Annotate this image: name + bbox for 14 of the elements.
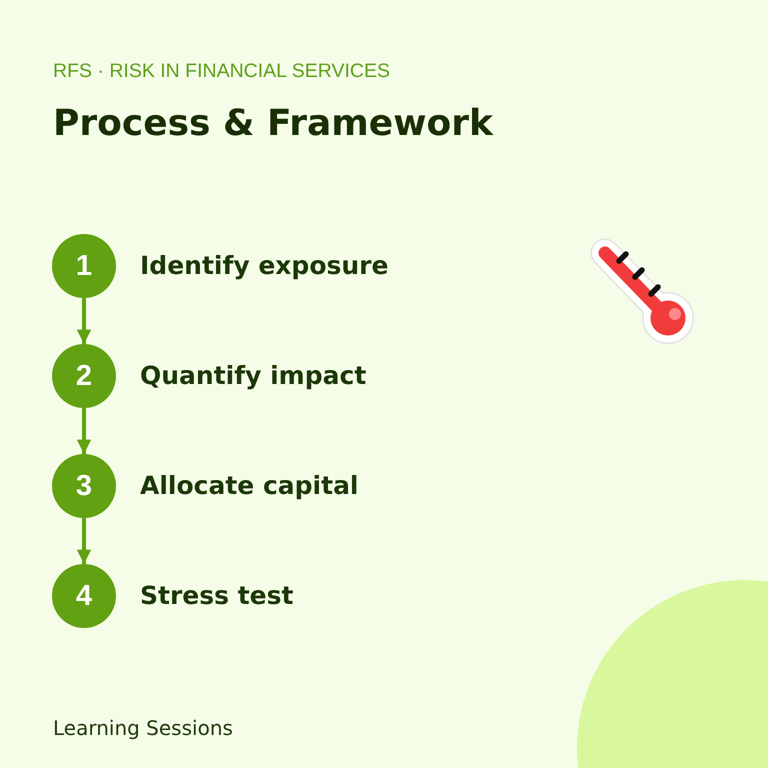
step-number: 4 — [76, 582, 92, 610]
step-number: 2 — [76, 362, 92, 390]
step-label: Quantify impact — [140, 360, 366, 392]
step-label: Allocate capital — [140, 470, 359, 502]
step-label: Identify exposure — [140, 250, 388, 282]
step-number: 1 — [76, 252, 92, 280]
course-category-label: RFS · RISK IN FINANCIAL SERVICES — [53, 60, 390, 84]
step-label: Stress test — [140, 580, 294, 612]
title: Process & Framework — [53, 102, 493, 146]
step-number: 3 — [76, 472, 92, 500]
footer-text: Learning Sessions — [53, 716, 233, 740]
arrow — [76, 298, 92, 344]
arrow — [76, 408, 92, 454]
arrow — [76, 518, 92, 564]
